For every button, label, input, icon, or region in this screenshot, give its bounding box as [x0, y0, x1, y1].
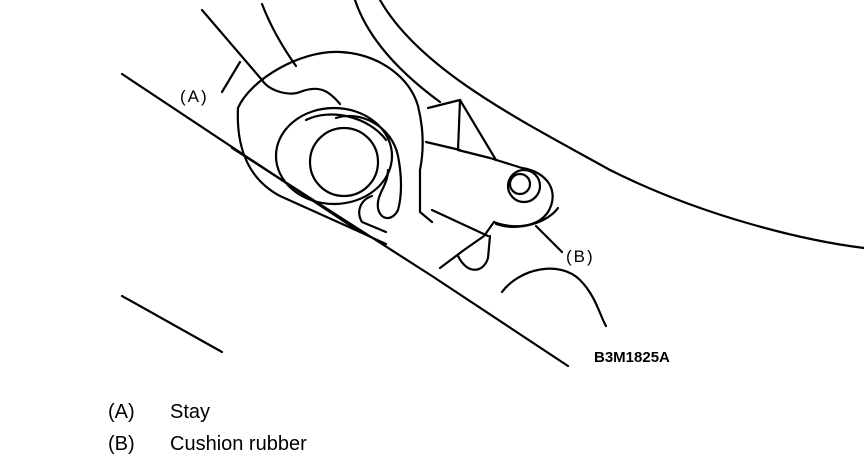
legend-label: Cushion rubber: [170, 433, 307, 455]
stay-bracket: [426, 98, 554, 270]
curved-housing-inner: [353, 0, 442, 104]
callout-label-b: (B): [566, 247, 595, 266]
bolt-core: [508, 172, 532, 196]
mount-body: [236, 50, 434, 224]
legend-label: Stay: [170, 401, 211, 423]
cylinder-boss-inner: [308, 126, 380, 198]
leader-line-b: [534, 224, 564, 254]
cushion-rubber: [456, 234, 492, 271]
panel-edge-middle: [230, 146, 570, 368]
leader-line-a: [220, 60, 242, 94]
callout-label-a: (A): [180, 87, 209, 106]
strap-tab: [358, 194, 388, 234]
legend-item-a: (A) Stay: [108, 396, 307, 428]
tube-right-wall: [260, 2, 298, 68]
tube-bend: [260, 78, 342, 106]
cylinder-boss-outer: [274, 106, 394, 206]
mount-body-lower: [236, 106, 388, 246]
tube-left-wall: [200, 8, 264, 82]
figure-code: B3M1825A: [594, 349, 670, 366]
cable-curve: [500, 267, 608, 328]
legend-item-b: (B) Cushion rubber: [108, 428, 307, 460]
stay-bracket-edge: [458, 98, 498, 162]
strap-hook: [334, 114, 403, 220]
panel-edge-lower: [120, 294, 224, 354]
stay-bracket-fold: [424, 140, 490, 238]
cushion-rubber-lip: [494, 206, 560, 228]
legend-key: (B): [108, 433, 135, 455]
legend-key: (A): [108, 401, 135, 423]
bolt-head: [506, 168, 542, 204]
legend: (A) Stay (B) Cushion rubber: [108, 396, 307, 460]
curved-housing: [378, 0, 864, 250]
parts-diagram: (A) (B) B3M1825A: [120, 0, 864, 368]
